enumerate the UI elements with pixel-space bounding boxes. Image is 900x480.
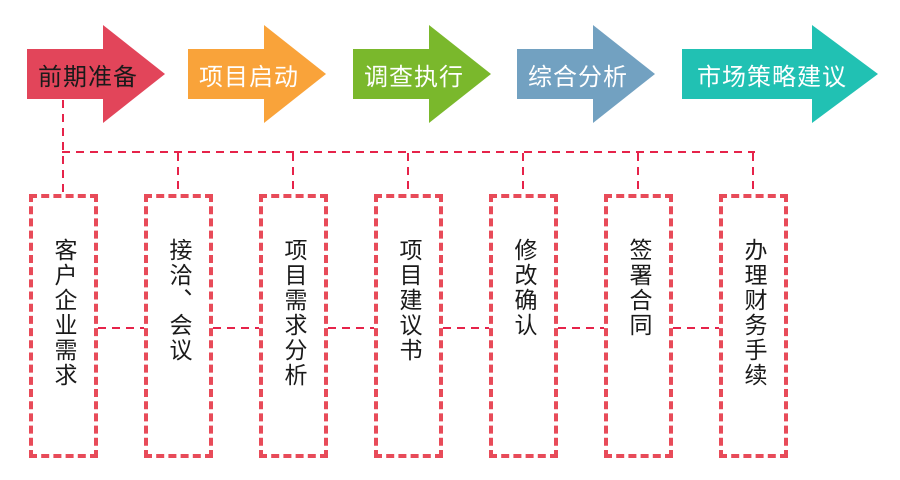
stage-label: 调查执行: [364, 63, 464, 91]
step-label: 项目需求分析: [281, 238, 307, 388]
connector-step-5-6: [558, 327, 604, 329]
connector-stub-3: [292, 153, 294, 194]
connector-trunk-line: [62, 151, 755, 153]
arrow-body: [682, 49, 812, 99]
arrow-body: [188, 49, 264, 99]
arrow-head-icon: [264, 25, 326, 123]
step-label: 项目建议书: [396, 238, 422, 363]
arrow-body: [27, 49, 103, 99]
arrow-head-icon: [593, 25, 655, 123]
stage-label: 综合分析: [528, 63, 628, 91]
arrow-head-icon: [429, 25, 491, 123]
step-label: 修改确认: [511, 238, 537, 338]
stage-label: 前期准备: [38, 63, 138, 91]
connector-step-6-7: [673, 327, 719, 329]
connector-stub-2: [177, 153, 179, 194]
step-box-4: 项目建议书: [374, 194, 443, 458]
arrow-body: [517, 49, 593, 99]
connector-stub-4: [407, 153, 409, 194]
connector-step-3-4: [328, 327, 374, 329]
step-box-3: 项目需求分析: [259, 194, 328, 458]
step-label: 签署合同: [626, 238, 652, 338]
connector-stub-6: [637, 153, 639, 194]
connector-step-1-2: [98, 327, 144, 329]
step-box-7: 办理财务手续: [719, 194, 788, 458]
connector-step-4-5: [443, 327, 489, 329]
step-box-2: 接洽、会议: [144, 194, 213, 458]
connector-drop-line: [62, 100, 64, 194]
step-box-1: 客户企业需求: [29, 194, 98, 458]
arrow-head-icon: [103, 25, 165, 123]
step-label: 办理财务手续: [741, 238, 767, 388]
arrow-body: [353, 49, 429, 99]
step-label: 客户企业需求: [51, 238, 77, 388]
connector-stub-7: [752, 153, 754, 194]
step-label: 接洽、会议: [166, 238, 192, 363]
connector-step-2-3: [213, 327, 259, 329]
stage-label: 项目启动: [199, 63, 299, 91]
step-box-6: 签署合同: [604, 194, 673, 458]
connector-stub-5: [522, 153, 524, 194]
arrow-head-icon: [812, 25, 878, 123]
stage-label: 市场策略建议: [697, 63, 847, 91]
step-box-5: 修改确认: [489, 194, 558, 458]
